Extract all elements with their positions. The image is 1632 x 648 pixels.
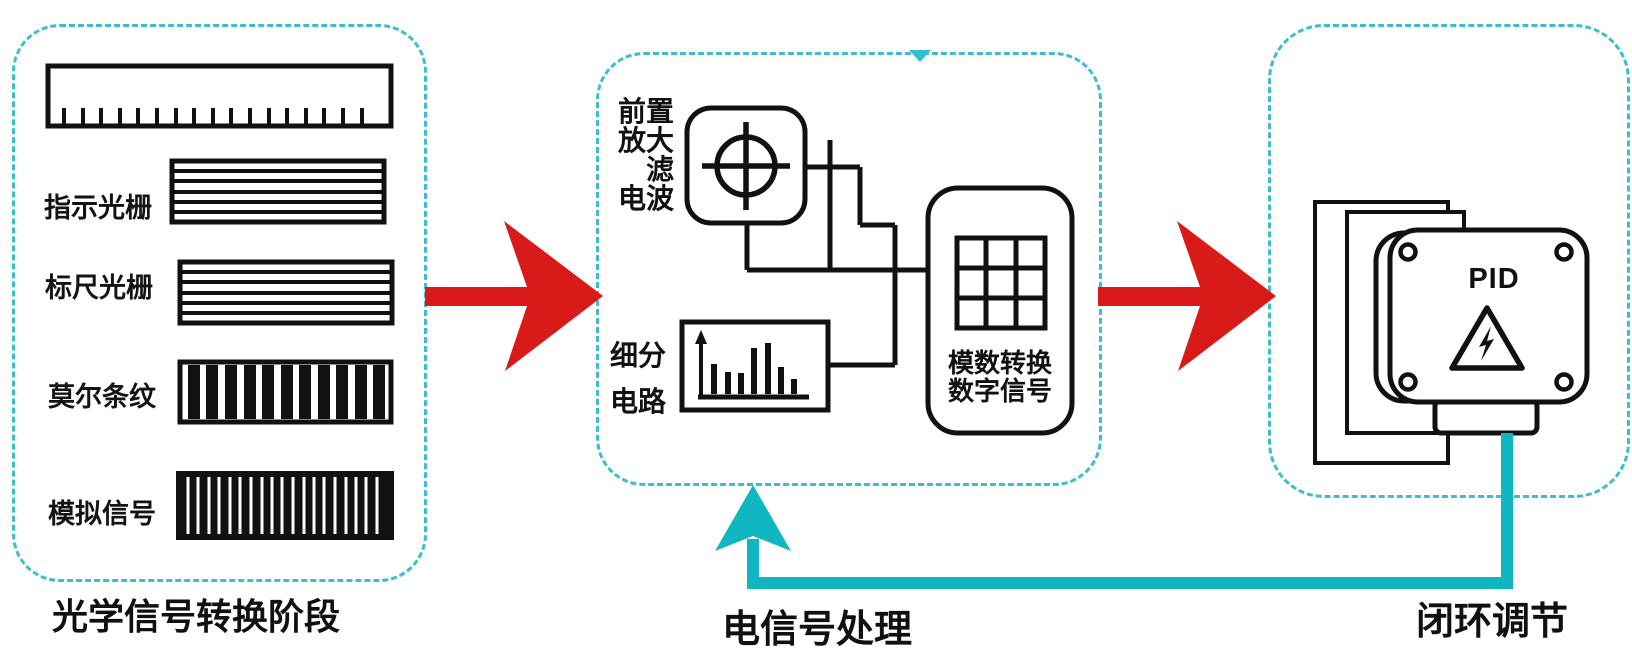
pid-connector-tab xyxy=(1432,397,1540,436)
pid-controller-stack xyxy=(1313,200,1590,465)
electrical-stage-caption: 电信号处理 xyxy=(721,609,912,648)
ruler-graphic xyxy=(45,63,394,129)
moire-fringe-label: 莫尔条纹 xyxy=(48,382,156,412)
optical-stage-caption: 光学信号转换阶段 xyxy=(51,596,340,637)
closedloop-stage-panel xyxy=(1268,24,1630,498)
electrical-stage-panel xyxy=(596,52,1102,486)
bar-chart-icon xyxy=(695,330,809,400)
pid-label: PID xyxy=(1468,263,1520,295)
flow-arrow-optical-to-electrical xyxy=(425,221,603,371)
preamp-filter-label: 前置 放大 滤 电波 xyxy=(618,96,675,214)
subdivision-circuit-box xyxy=(679,319,831,413)
adc-box xyxy=(925,185,1075,436)
crosshair-icon xyxy=(702,122,790,210)
closedloop-stage-caption: 闭环调节 xyxy=(1415,601,1568,643)
moire-fringe-graphic xyxy=(177,359,394,425)
analog-signal-label: 模拟信号 xyxy=(48,499,156,529)
feedback-entry-marker-icon xyxy=(909,50,931,62)
adc-label: 模数转换 数字信号 xyxy=(947,348,1052,406)
flow-arrow-electrical-to-closedloop xyxy=(1098,221,1276,371)
screw-icons xyxy=(1398,242,1574,392)
preamp-filter-box xyxy=(684,105,808,226)
feedback-line xyxy=(747,433,1513,589)
feedback-arrowhead-icon xyxy=(715,485,791,551)
scale-grating-label: 标尺光栅 xyxy=(45,273,153,303)
analog-signal-graphic xyxy=(176,471,394,540)
high-voltage-warning-icon xyxy=(1449,305,1525,371)
scale-grating-graphic xyxy=(177,259,395,326)
subdivision-circuit-label: 细分 电路 xyxy=(610,340,667,417)
feedback-loop xyxy=(715,433,1513,589)
indicator-grating-label: 指示光栅 xyxy=(44,193,152,223)
circuit-wires xyxy=(744,140,928,368)
indicator-grating-graphic xyxy=(169,158,387,225)
grid-3x3-icon xyxy=(954,235,1048,331)
